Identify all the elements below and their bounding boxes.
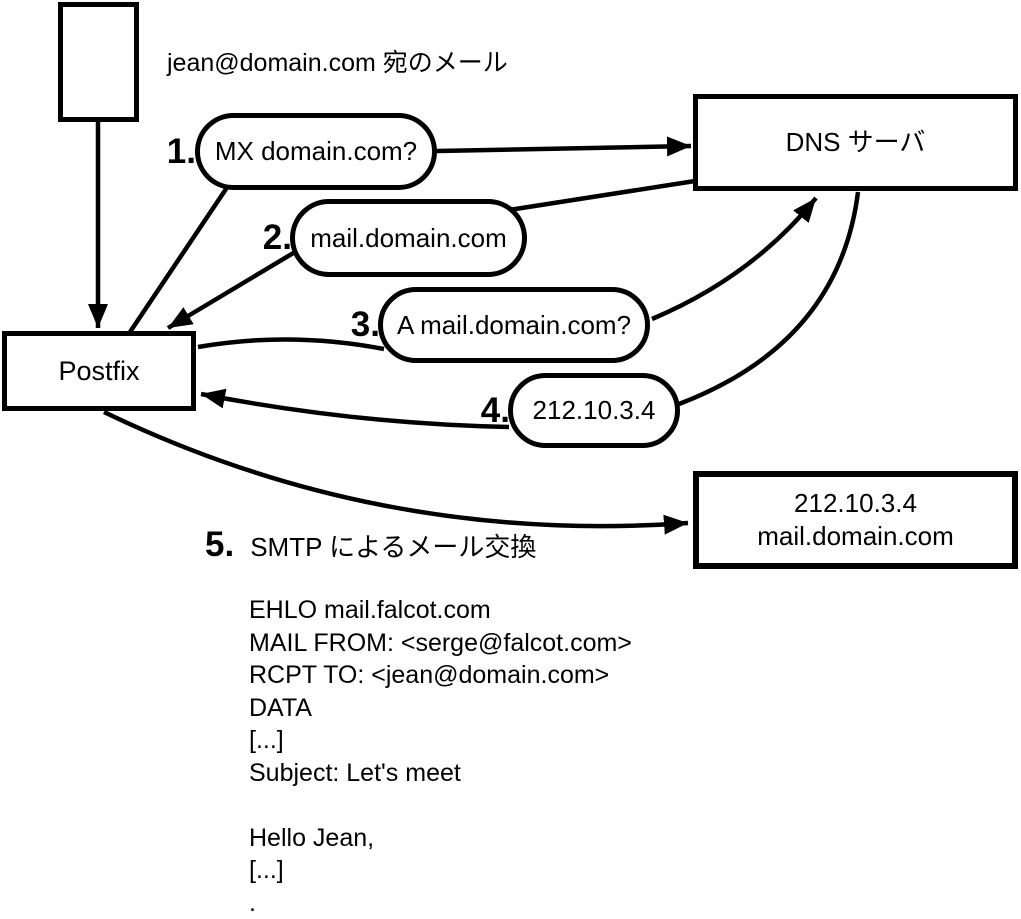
- mail-server-host: mail.domain.com: [757, 521, 954, 551]
- line-dns-to-mx-reply: [508, 178, 696, 213]
- arrow-mx-query-to-dns: [436, 136, 692, 157]
- arrow-a-query-to-dns: [651, 196, 818, 322]
- line-dns-to-ip-reply: [678, 191, 861, 407]
- mail-server-ip: 212.10.3.4: [794, 488, 917, 518]
- arrow-postfix-to-mail-server: [103, 409, 689, 535]
- step-number-1: 1.: [166, 132, 196, 171]
- query-bubble-mx: MX domain.com?: [195, 113, 437, 190]
- step-number-2: 2.: [262, 218, 292, 257]
- incoming-mail-label: jean@domain.com 宛のメール: [167, 49, 508, 77]
- postfix-label: Postfix: [58, 355, 140, 386]
- step-5-row: 5. SMTP によるメール交換: [205, 527, 536, 564]
- query-bubble-mx-text: MX domain.com?: [214, 136, 418, 166]
- step-number-4: 4.: [480, 391, 510, 430]
- postfix-node: Postfix: [2, 331, 196, 411]
- line-postfix-to-mx-query: [128, 184, 230, 334]
- incoming-mail-envelope: [58, 2, 139, 122]
- arrow-ip-reply-to-postfix: [200, 388, 510, 430]
- reply-bubble-ip-text: 212.10.3.4: [532, 395, 656, 425]
- line-postfix-to-a-query: [197, 337, 385, 352]
- reply-bubble-mx-text: mail.domain.com: [310, 222, 507, 253]
- reply-bubble-ip: 212.10.3.4: [508, 373, 680, 448]
- dns-server-node: DNS サーバ: [693, 94, 1018, 191]
- mail-server-node: 212.10.3.4 mail.domain.com: [693, 471, 1018, 569]
- step-number-3: 3.: [350, 305, 380, 344]
- dns-server-label: DNS サーバ: [785, 127, 926, 157]
- step-5-label: SMTP によるメール交換: [250, 532, 537, 562]
- smtp-session-text: EHLO mail.falcot.com MAIL FROM: <serge@f…: [249, 596, 632, 917]
- query-bubble-a-text: A mail.domain.com?: [396, 309, 632, 340]
- arrow-mx-reply-to-postfix: [166, 250, 297, 330]
- reply-bubble-mx: mail.domain.com: [290, 199, 527, 277]
- step-number-5: 5.: [205, 525, 235, 564]
- query-bubble-a: A mail.domain.com?: [378, 287, 650, 363]
